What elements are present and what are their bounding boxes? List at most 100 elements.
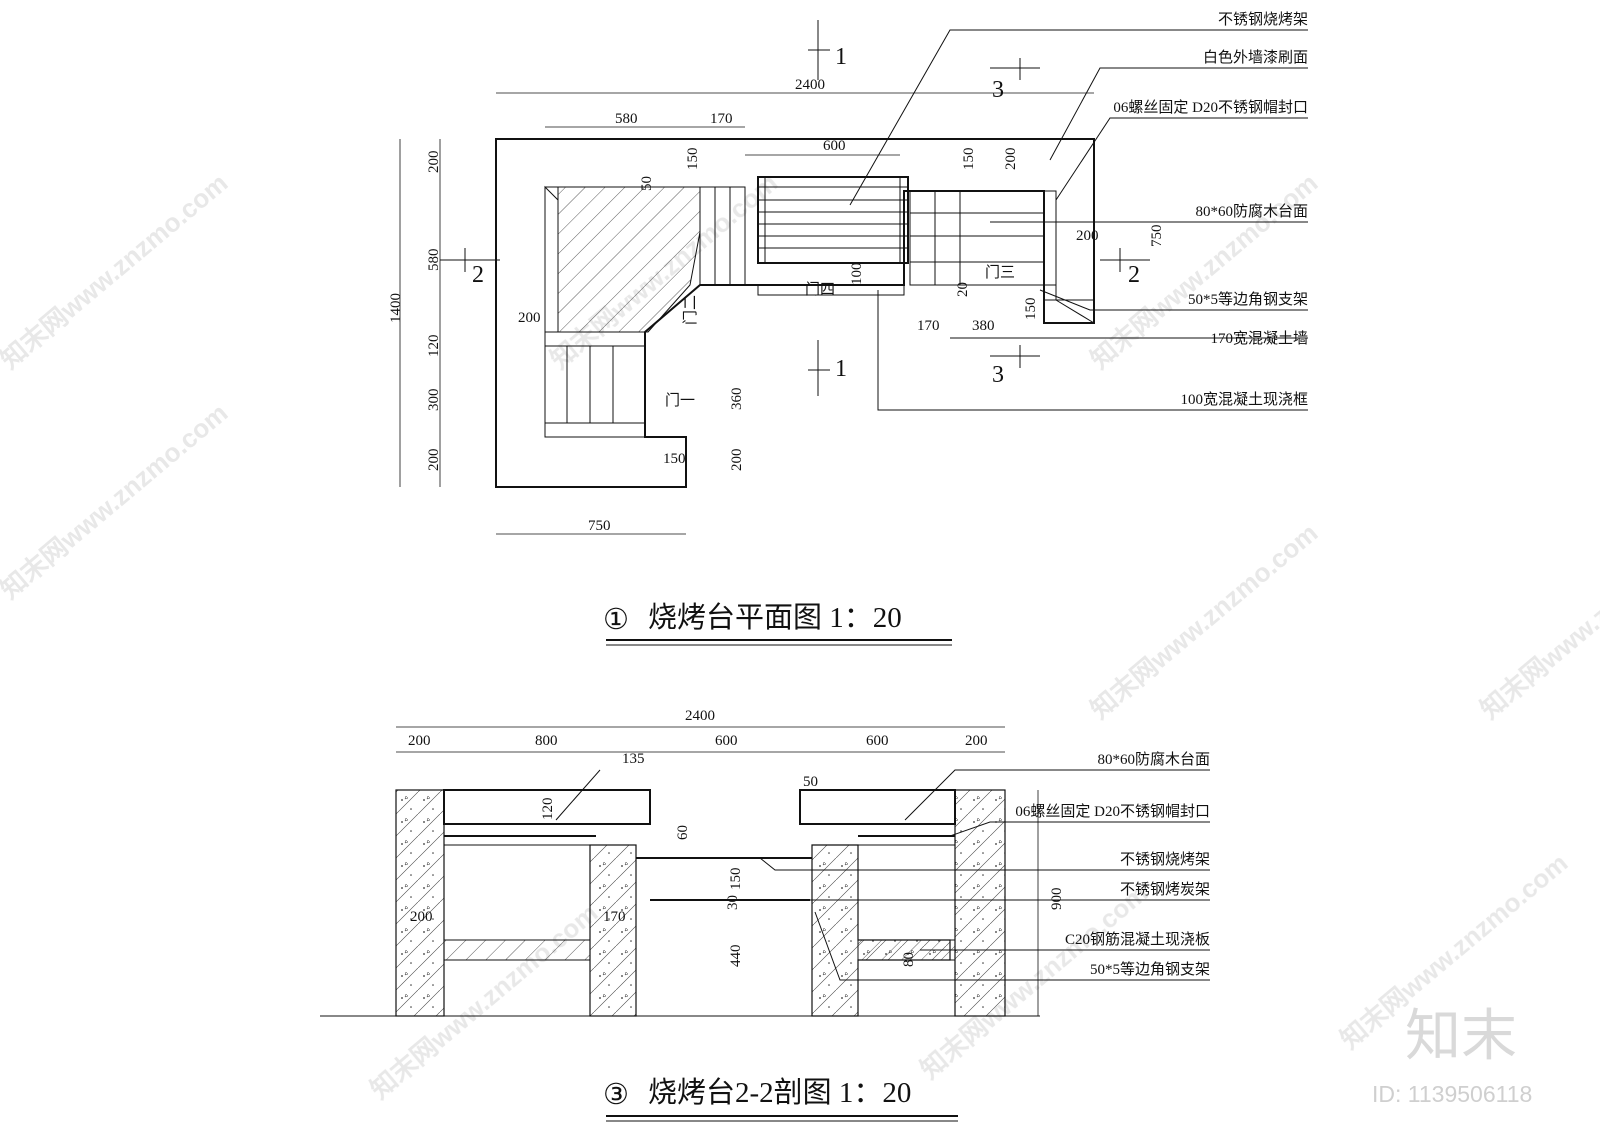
watermark-text: 知末网www.znzmo.com [915, 877, 1154, 1084]
dim-50: 50 [639, 176, 655, 191]
dim-left-200b: 200 [426, 449, 442, 472]
callout-concrete-wall: 170宽混凝土墙 [1210, 330, 1308, 347]
plan-dimensions: 2400 580 170 600 150 150 200 50 1400 200… [388, 77, 1165, 535]
left-wall [395, 789, 445, 1017]
dim-left-120: 120 [426, 335, 442, 358]
dim-170: 170 [710, 111, 733, 127]
dim-750-right: 750 [1149, 225, 1165, 248]
callout-concrete-frame: 100宽混凝土现浇框 [1180, 391, 1308, 408]
plan-title: 烧烤台平面图 1：20 [648, 601, 902, 634]
dim-360: 360 [729, 388, 745, 411]
right-wall [954, 789, 1006, 1017]
section-mark-1-bottom: 1 [835, 356, 847, 382]
sdim-150: 150 [728, 868, 744, 891]
dim-600: 600 [823, 138, 846, 154]
dim-150c: 150 [1023, 298, 1039, 321]
section-title-block: ③ 烧烤台2-2剖图 1：20 [603, 1076, 958, 1122]
plan-callouts: 不锈钢烧烤架 白色外墙漆刷面 06螺丝固定 D20不锈钢帽封口 80*60防腐木… [849, 11, 1308, 411]
section-view: 2400 200 800 600 600 200 135 120 50 60 1… [320, 708, 1210, 1122]
dim-580: 580 [615, 111, 638, 127]
door-label-1: 门一 [665, 392, 695, 409]
dim-200-top: 200 [1003, 148, 1019, 171]
callout-angle-steel: 50*5等边角钢支架 [1188, 290, 1308, 308]
sdim-200a: 200 [408, 733, 431, 749]
section-mark-2-right: 2 [1128, 262, 1140, 288]
callout-white-paint: 白色外墙漆刷面 [1203, 49, 1308, 66]
left-chamber-slab [443, 939, 591, 961]
callout-screw-cap: 06螺丝固定 D20不锈钢帽封口 [1113, 99, 1308, 116]
watermark-text: 知末网www.znzmo.com [1475, 517, 1600, 724]
dim-left-200a: 200 [426, 151, 442, 174]
sdim-135: 135 [622, 751, 645, 767]
section-mark-3-bottom: 3 [992, 362, 1004, 388]
section-callouts: 80*60防腐木台面 06螺丝固定 D20不锈钢帽封口 不锈钢烧烤架 不锈钢烤炭… [555, 750, 1210, 981]
sdim-600a: 600 [715, 733, 738, 749]
sdim-800: 800 [535, 733, 558, 749]
bbq-grill [757, 176, 909, 264]
sdim-120: 120 [540, 798, 556, 821]
callout-grill-rack: 不锈钢烧烤架 [1218, 11, 1308, 28]
dim-150-bottom: 150 [663, 451, 686, 467]
dim-170: 170 [917, 318, 940, 334]
dim-20: 20 [955, 282, 971, 297]
dim-750: 750 [588, 518, 611, 534]
watermark-text: 知末网www.znzmo.com [1085, 517, 1324, 724]
dim-100: 100 [849, 263, 865, 286]
sdim-900: 900 [1049, 888, 1065, 911]
plan-title-block: ① 烧烤台平面图 1：20 [603, 601, 952, 646]
watermark-id: ID: 1139506118 [1372, 1081, 1532, 1107]
plan-title-number: ① [603, 604, 629, 636]
brand-watermark: 知末 ID: 1139506118 [1372, 1004, 1532, 1107]
scallout-wood-top: 80*60防腐木台面 [1097, 750, 1210, 768]
dim-200-right-bottom: 200 [729, 449, 745, 472]
dim-150b: 150 [961, 148, 977, 171]
section-mark-3-top: 3 [992, 77, 1004, 103]
plan-section-marks: 1 1 2 2 3 3 [440, 20, 1150, 396]
watermark-layer: 知末网www.znzmo.com 知末网www.znzmo.com 知末网www… [0, 167, 1600, 1104]
left-wall-fill [557, 186, 701, 333]
section-title-number: ③ [603, 1079, 629, 1111]
scallout-grill-rack: 不锈钢烧烤架 [1120, 851, 1210, 868]
watermark-text: 知末网www.znzmo.com [0, 397, 233, 604]
dim-150a: 150 [685, 148, 701, 171]
sdim-200b: 200 [965, 733, 988, 749]
scallout-screw-cap: 06螺丝固定 D20不锈钢帽封口 [1015, 803, 1210, 820]
sdim-170: 170 [603, 909, 626, 925]
scallout-c20-slab: C20钢筋混凝土现浇板 [1065, 930, 1210, 948]
brand-logo-text: 知末 [1405, 1004, 1517, 1069]
dim-left-300: 300 [426, 389, 442, 412]
door-label-2: 门二 [682, 295, 699, 325]
door-label-4: 门四 [805, 281, 835, 298]
section-title: 烧烤台2-2剖图 1：20 [648, 1076, 911, 1109]
sdim-2400: 2400 [685, 708, 715, 724]
left-counter-top [443, 789, 651, 825]
plan-view: 1 1 2 2 3 3 门一 门二 门三 门四 2400 580 170 600… [388, 11, 1308, 646]
dim-200-right: 200 [1076, 228, 1099, 244]
sdim-440: 440 [728, 945, 744, 968]
sdim-50: 50 [803, 774, 818, 790]
dim-left-580: 580 [426, 249, 442, 272]
dim-inner-200: 200 [518, 310, 541, 326]
sdim-60: 60 [675, 825, 691, 840]
right-counter-top [799, 789, 956, 825]
section-mark-2-left: 2 [472, 262, 484, 288]
dim-1400: 1400 [388, 293, 404, 323]
section-mark-1-top: 1 [835, 44, 847, 70]
callout-wood-top: 80*60防腐木台面 [1195, 202, 1308, 220]
watermark-text: 知末网www.znzmo.com [0, 167, 233, 374]
section-dimensions: 2400 200 800 600 600 200 135 120 50 60 1… [396, 708, 1065, 1016]
sdim-30: 30 [725, 895, 741, 910]
scallout-angle-steel: 50*5等边角钢支架 [1090, 960, 1210, 978]
sdim-600b: 600 [866, 733, 889, 749]
left-wood-deck [544, 331, 646, 438]
scallout-charcoal-rack: 不锈钢烤炭架 [1120, 881, 1210, 898]
right-wood-deck [909, 190, 1057, 286]
middle-wall [589, 844, 637, 1017]
right-inner-wall [811, 844, 951, 1017]
plan-outline [495, 138, 1095, 488]
dim-380: 380 [972, 318, 995, 334]
sdim-80: 80 [901, 952, 917, 967]
sdim-200c: 200 [410, 909, 433, 925]
door-label-3: 门三 [985, 264, 1015, 281]
